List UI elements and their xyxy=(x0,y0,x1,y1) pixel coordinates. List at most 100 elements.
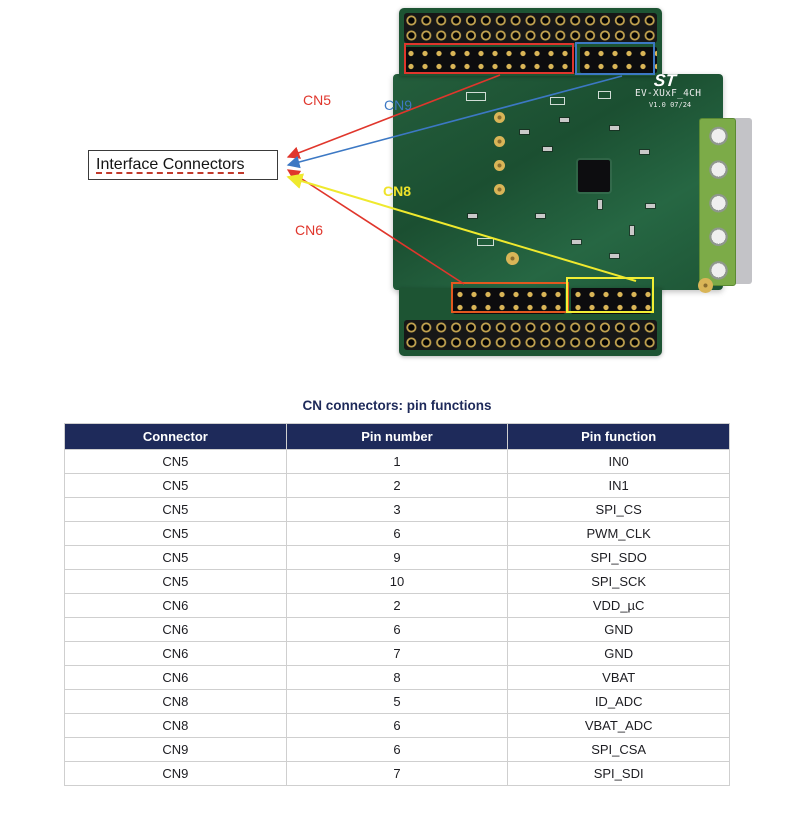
table-cell: 9 xyxy=(285,545,509,570)
table-cell: 2 xyxy=(285,593,509,618)
col-header-pin-number: Pin number xyxy=(285,423,509,450)
table-cell: 10 xyxy=(285,569,509,594)
table-cell: VBAT xyxy=(507,665,730,690)
interface-connectors-label: Interface Connectors xyxy=(96,156,245,173)
cn8-arrow xyxy=(286,173,637,282)
board-name-silkscreen: EV-XUxF_4CH xyxy=(635,88,702,99)
silkscreen-box xyxy=(598,91,611,99)
smd-component xyxy=(609,125,620,131)
board-components xyxy=(0,0,794,372)
smd-component xyxy=(645,203,656,209)
table-cell: CN6 xyxy=(64,641,287,666)
board-bottom-header-area xyxy=(399,288,662,356)
smd-component xyxy=(535,213,546,219)
silkscreen-box xyxy=(477,238,494,246)
table-cell: CN5 xyxy=(64,449,287,474)
cn6-highlight-box xyxy=(451,282,569,313)
table-cell: 6 xyxy=(285,713,509,738)
header-row: Connector Pin number Pin function xyxy=(64,423,730,450)
test-pad xyxy=(494,160,505,171)
table-cell: GND xyxy=(507,641,730,666)
table-cell: IN0 xyxy=(507,449,730,474)
table-cell: PWM_CLK xyxy=(507,521,730,546)
smd-component xyxy=(467,213,478,219)
table-cell: 2 xyxy=(285,473,509,498)
table-cell: IN1 xyxy=(507,473,730,498)
ic-chip xyxy=(578,160,610,192)
smd-component xyxy=(639,149,650,155)
table-cell: CN5 xyxy=(64,497,287,522)
silkscreen-box xyxy=(466,92,486,101)
cn5-arrow xyxy=(286,74,501,159)
cn8-connector xyxy=(571,288,651,314)
table-cell: CN6 xyxy=(64,665,287,690)
cn5-highlight-box xyxy=(404,43,574,74)
cn9-label: CN9 xyxy=(384,97,413,113)
table-cell: CN5 xyxy=(64,569,287,594)
test-pad xyxy=(494,136,505,147)
cn6-arrow xyxy=(286,169,465,285)
table-cell: 8 xyxy=(285,665,509,690)
table-cell: CN9 xyxy=(64,761,287,786)
smd-component xyxy=(571,239,582,245)
table-cell: 5 xyxy=(285,689,509,714)
bottom-socket-header xyxy=(404,320,657,350)
pin-table-head: Connector Pin number Pin function xyxy=(64,423,730,450)
board-body xyxy=(393,74,723,290)
cn9-arrow xyxy=(286,75,623,169)
test-pad xyxy=(494,184,505,195)
callout-arrows xyxy=(286,74,637,285)
table-cell: CN9 xyxy=(64,737,287,762)
page: ST EV-XUxF_4CH V1.0 07/24 xyxy=(0,0,794,786)
table-cell: 3 xyxy=(285,497,509,522)
table-cell: CN5 xyxy=(64,521,287,546)
cn8-highlight-box xyxy=(566,277,654,313)
table-cell: 1 xyxy=(285,449,509,474)
test-pad xyxy=(506,252,519,265)
table-cell: SPI_CS xyxy=(507,497,730,522)
col-header-pin-function: Pin function xyxy=(507,423,730,450)
table-cell: 7 xyxy=(285,641,509,666)
board-version-silkscreen: V1.0 07/24 xyxy=(649,101,692,109)
table-cell: 6 xyxy=(285,617,509,642)
table-cell: GND xyxy=(507,617,730,642)
cn9-connector xyxy=(580,47,657,73)
table-cell: CN6 xyxy=(64,593,287,618)
cn8-label: CN8 xyxy=(383,183,412,199)
board-figure: ST EV-XUxF_4CH V1.0 07/24 xyxy=(0,0,794,372)
table-cell: CN8 xyxy=(64,713,287,738)
col-header-connector: Connector xyxy=(64,423,287,450)
table-cell: SPI_CSA xyxy=(507,737,730,762)
board-top-header-area xyxy=(399,8,662,76)
interface-connectors-box: Interface Connectors xyxy=(88,150,278,180)
table-cell: SPI_SDI xyxy=(507,761,730,786)
cn6-label: CN6 xyxy=(295,222,324,238)
silkscreen-box xyxy=(550,97,565,105)
table-title: CN connectors: pin functions xyxy=(302,398,492,413)
cn9-highlight-box xyxy=(575,42,655,75)
table-cell: CN5 xyxy=(64,545,287,570)
smd-component xyxy=(519,129,530,135)
table-cell: 7 xyxy=(285,761,509,786)
cn5-label: CN5 xyxy=(303,92,332,108)
cn6-connector xyxy=(453,288,565,314)
table-cell: SPI_SDO xyxy=(507,545,730,570)
smd-component xyxy=(597,199,603,210)
table-cell: VBAT_ADC xyxy=(507,713,730,738)
top-socket-header xyxy=(404,13,657,43)
